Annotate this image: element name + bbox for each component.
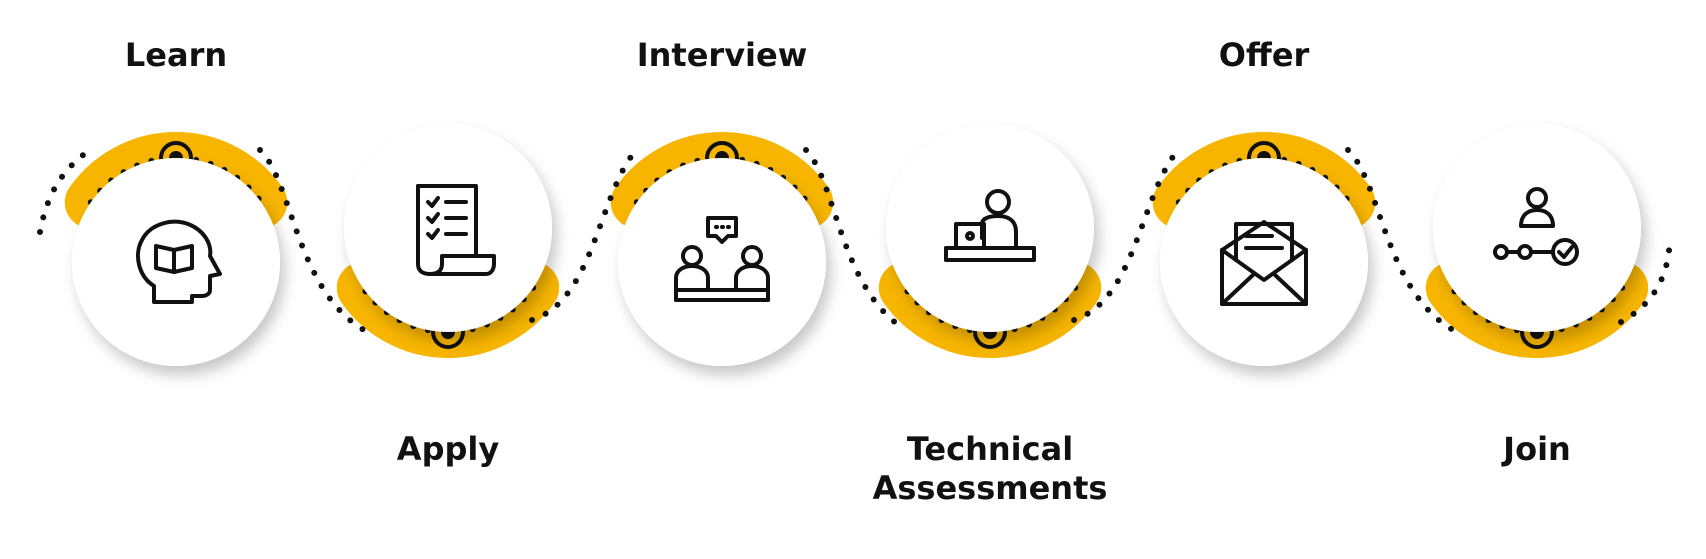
step-label-learn: Learn <box>124 36 228 74</box>
step-label-technical-assessments: Technical Assessments <box>872 430 1108 507</box>
connector-dots-5 <box>1071 145 1183 323</box>
step-label-apply: Apply <box>396 430 500 468</box>
connector-dots-2 <box>257 147 367 333</box>
person-laptop-desk-icon <box>944 189 1036 262</box>
connector-dots-1 <box>37 147 93 235</box>
connector-dots-4 <box>803 147 909 333</box>
step-label-offer: Offer <box>1218 36 1310 74</box>
head-book-icon <box>136 219 222 304</box>
step-label-join: Join <box>1503 430 1571 468</box>
step-circle-3 <box>618 158 826 366</box>
person-workflow-check-icon <box>1493 187 1579 266</box>
step-circle-5 <box>1160 158 1368 366</box>
envelope-letter-icon <box>1220 220 1308 306</box>
meeting-chat-icon <box>674 216 770 302</box>
step-label-interview: Interview <box>636 36 808 74</box>
connector-dots-3 <box>529 145 641 323</box>
connector-dots-7 <box>1618 237 1673 325</box>
checklist-scroll-icon <box>416 184 496 276</box>
step-circle-4 <box>886 124 1094 332</box>
step-circle-2 <box>344 124 552 332</box>
